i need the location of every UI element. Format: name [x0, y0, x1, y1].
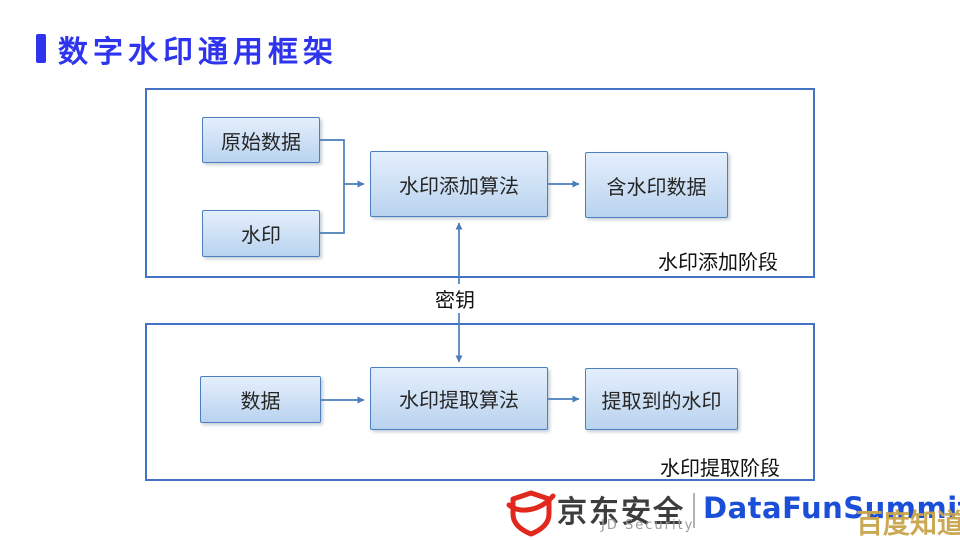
extract-stage-label: 水印提取阶段: [660, 456, 780, 480]
jd-security-name: 京东安全: [557, 495, 685, 530]
node-embed-algorithm: 水印添加算法: [370, 151, 548, 217]
node-extracted-watermark: 提取到的水印: [585, 368, 738, 430]
node-watermark: 水印: [202, 210, 320, 257]
add-stage-label: 水印添加阶段: [658, 250, 778, 274]
node-extract-algorithm: 水印提取算法: [370, 367, 548, 430]
jd-security-shield-icon: [506, 490, 556, 537]
node-original-data: 原始数据: [202, 117, 320, 163]
node-watermarked-data: 含水印数据: [585, 152, 728, 218]
datafunsummit-logo-text: DataFunSummit: [703, 491, 960, 525]
connector-merge-bracket: [320, 139, 345, 234]
jd-security-subtitle: JD Security: [601, 518, 695, 533]
baidu-zhidao-watermark: 百度知道: [856, 509, 960, 540]
footer-divider: [693, 493, 695, 528]
node-data: 数据: [200, 376, 321, 423]
key-label: 密钥: [431, 284, 479, 313]
page-title: 数字水印通用框架: [58, 35, 338, 70]
title-accent-bar: [36, 34, 46, 63]
